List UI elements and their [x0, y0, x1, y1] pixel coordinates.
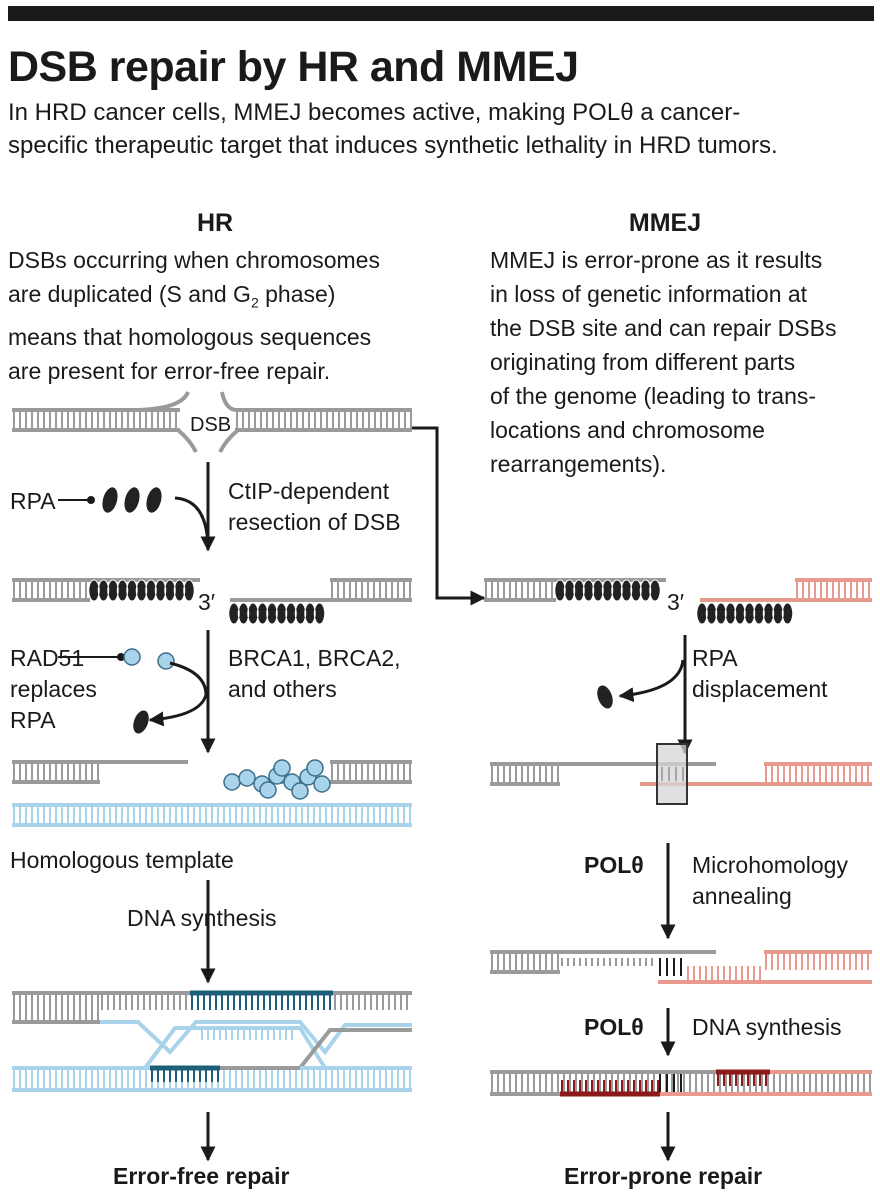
- rad51-filament: [291, 782, 309, 800]
- hr-description-line: means that homologous sequences: [8, 323, 372, 350]
- rpa-release-arrow: [618, 659, 685, 703]
- mmej-three-prime-label: 3′: [667, 589, 685, 615]
- rpa-pointer-dot: [87, 496, 95, 504]
- base-pairs: [765, 954, 869, 970]
- rpa-label: RPA: [10, 488, 56, 514]
- base-pairs: [236, 412, 412, 428]
- mmej-description-line: the DSB site and can repair DSBs: [490, 315, 837, 341]
- rad51-filament: [223, 773, 241, 791]
- base-pairs: [13, 764, 99, 780]
- rpa-coated-strand: [554, 579, 661, 602]
- rpa-protein: [133, 710, 149, 734]
- rad51-filament: [259, 781, 277, 799]
- base-pairs: [659, 958, 682, 976]
- base-pairs: [331, 582, 411, 598]
- dsb-label: DSB: [190, 414, 232, 436]
- base-pairs: [101, 995, 187, 1010]
- mmej-description-line: rearrangements).: [490, 451, 667, 477]
- dsb-end: [220, 391, 236, 412]
- base-pairs: [561, 1080, 659, 1092]
- mmej-heading: MMEJ: [628, 209, 702, 237]
- mmej-description-line: in loss of genetic information at: [490, 281, 808, 307]
- page-subtitle: In HRD cancer cells, MMEJ becomes active…: [8, 96, 878, 162]
- base-pairs: [717, 1074, 767, 1086]
- base-pairs: [765, 766, 869, 782]
- subtitle-line: In HRD cancer cells, MMEJ becomes active…: [8, 99, 741, 126]
- dna-strands: [13, 412, 871, 1092]
- hr-description-line: DSBs occurring when chromosomes: [8, 247, 380, 273]
- rad51-filament: [313, 775, 331, 793]
- mmej-description-line: locations and chromosome: [490, 417, 765, 443]
- diagram-shapes: [12, 391, 872, 1162]
- rad51-filament: [238, 769, 256, 787]
- error-prone-outcome: Error-prone repair: [564, 1163, 763, 1189]
- rpa-coated-strand: [228, 602, 326, 625]
- rpa-release-arrow: [148, 661, 208, 727]
- rpa-coated-strand: [696, 602, 794, 625]
- mmej-description-line: MMEJ is error-prone as it results: [490, 247, 823, 273]
- base-pairs: [334, 995, 408, 1010]
- base-pairs: [491, 766, 559, 782]
- rad51-filament: [306, 759, 324, 777]
- base-pairs: [485, 582, 553, 598]
- rad51-pointer-dot: [117, 653, 125, 661]
- mmej-description-line: originating from different parts: [490, 349, 796, 375]
- rad51-filament: [273, 759, 291, 777]
- rad51-protein: [123, 648, 141, 666]
- rpa-protein: [102, 487, 118, 513]
- mmej-description: MMEJ is error-prone as it results in los…: [490, 243, 836, 481]
- base-pairs: [687, 966, 761, 980]
- mmej-description-line: of the genome (leading to trans-: [490, 383, 817, 409]
- hr-three-prime-label: 3′: [198, 589, 216, 615]
- d-loop: [143, 1026, 327, 1070]
- base-pairs: [561, 958, 653, 966]
- homologous-template-label: Homologous template: [10, 847, 234, 873]
- pol-theta-label: POLθ: [584, 852, 644, 878]
- base-pairs: [151, 1070, 219, 1082]
- hr-description-line: are duplicated (S and G2 phase): [8, 281, 336, 311]
- microhomology-box: [656, 743, 688, 805]
- top-rule: [8, 6, 874, 21]
- pol-theta-label: POLθ: [584, 1014, 644, 1040]
- mmej-synthesis-label: DNA synthesis: [692, 1014, 842, 1040]
- resection-arrow: [174, 496, 216, 552]
- subtitle-line: specific therapeutic target that induces…: [8, 132, 778, 159]
- rpa-coated-strand: [88, 579, 195, 602]
- base-pairs: [201, 1030, 293, 1040]
- base-pairs: [659, 1074, 682, 1092]
- dsb-end: [139, 391, 190, 412]
- dsb-end: [176, 428, 198, 453]
- base-pairs: [191, 995, 331, 1010]
- rad51-protein: [157, 652, 175, 670]
- base-pairs: [491, 954, 559, 970]
- hr-description: DSBs occurring when chromosomes are dupl…: [8, 243, 380, 388]
- g2-subscript: 2: [250, 294, 259, 311]
- invading-strand: [298, 1028, 412, 1070]
- base-pairs: [13, 582, 87, 598]
- rpa-protein: [124, 487, 140, 513]
- base-pairs: [13, 995, 99, 1020]
- to-mmej-arrow: [412, 426, 486, 606]
- base-pairs: [331, 764, 411, 780]
- brca-label: BRCA1, BRCA2,and others: [228, 645, 401, 702]
- hr-description-line: are present for error-free repair.: [8, 357, 331, 384]
- dsb-end: [218, 428, 240, 453]
- hr-synthesis-label: DNA synthesis: [127, 905, 277, 931]
- base-pairs: [13, 412, 177, 428]
- hr-heading: HR: [196, 209, 234, 237]
- rpa-protein: [597, 685, 613, 709]
- base-pairs: [13, 807, 411, 823]
- base-pairs: [796, 582, 870, 598]
- page-title: DSB repair by HR and MMEJ: [8, 43, 579, 91]
- error-free-outcome: Error-free repair: [113, 1163, 290, 1189]
- rpa-protein: [146, 487, 162, 513]
